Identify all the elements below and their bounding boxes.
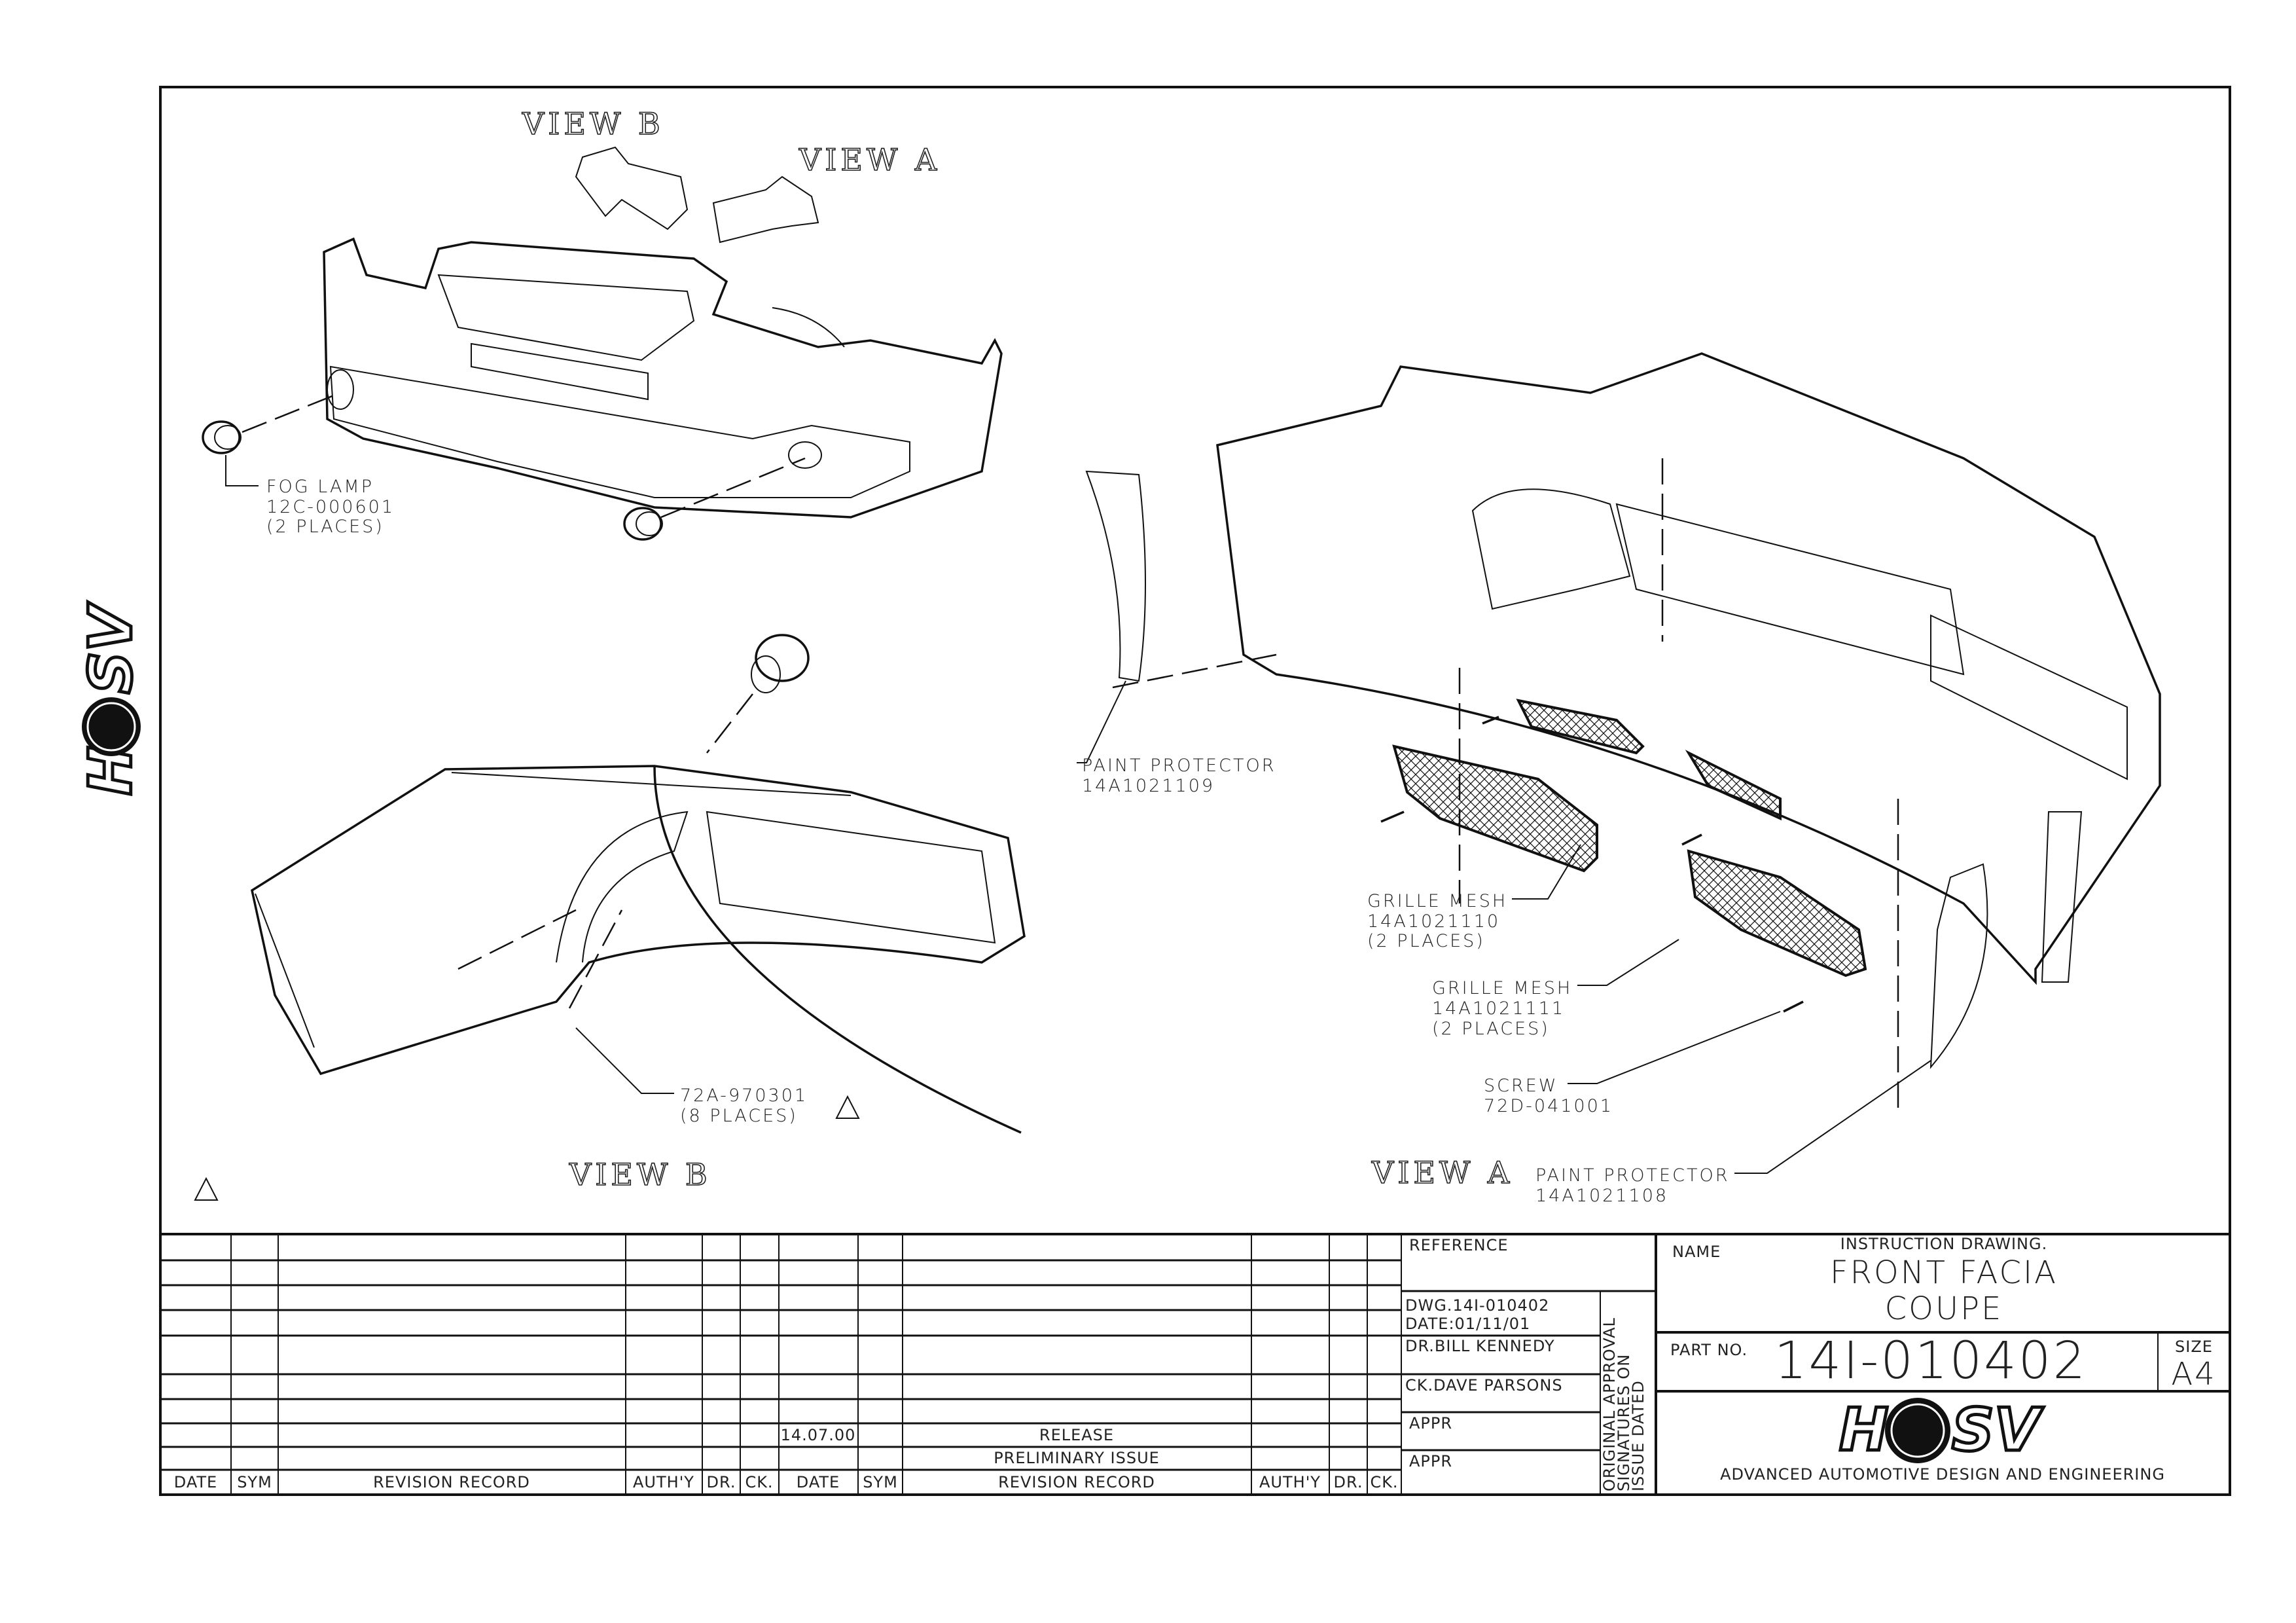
- front-bumper-view-a: [1085, 352, 2161, 1069]
- fastener-leader: [575, 1027, 674, 1094]
- revision-table: DATE SYM REVISION RECORD AUTH'Y DR. CK. …: [160, 1233, 2230, 1495]
- rev-header-authy: AUTH'Y: [633, 1473, 694, 1491]
- part-no-label: PART NO.: [1670, 1341, 1748, 1359]
- rev-header-date-2: DATE: [797, 1473, 840, 1491]
- appr-1: APPR: [1409, 1414, 1452, 1432]
- fastener-qty: (8 PLACES): [680, 1106, 798, 1126]
- screw-leader: [1568, 1011, 1781, 1084]
- view-b-bottom-label: VIEW B: [569, 1157, 711, 1192]
- fog-lamp-name: FOG LAMP: [266, 477, 374, 497]
- sheet-border: [159, 86, 2231, 1496]
- rev-header-dr: DR.: [707, 1473, 736, 1491]
- approval-note-3: ISSUE DATED: [1629, 1380, 1647, 1491]
- dwg-number: DWG.14I-010402: [1405, 1296, 1549, 1315]
- fog-lamp-qty: (2 PLACES): [266, 517, 384, 537]
- rev-header-dr-2: DR.: [1334, 1473, 1363, 1491]
- revision-triangle-icon: [194, 1176, 219, 1201]
- rev-header-sym-2: SYM: [863, 1473, 898, 1491]
- grille-mesh-1-qty: (2 PLACES): [1367, 931, 1485, 951]
- grille-mesh-2-qty: (2 PLACES): [1432, 1019, 1550, 1039]
- grille-mesh-left: [1392, 699, 1867, 977]
- part-number: 14I-010402: [1774, 1332, 2087, 1391]
- grille-mesh-2-name: GRILLE MESH: [1432, 978, 1572, 998]
- view-a-arrow: [712, 175, 819, 244]
- paint-protector-1-part: 14A1021109: [1082, 776, 1215, 796]
- leader-fog-lamp-view-b: [706, 693, 753, 754]
- dwg-date: DATE:01/11/01: [1405, 1315, 1530, 1333]
- fog-lamp-leader: [225, 455, 259, 486]
- leader-fog-right: [660, 457, 806, 519]
- rev-header-authy-2: AUTH'Y: [1259, 1473, 1321, 1491]
- drawing-title-line1: FRONT FACIA: [1830, 1254, 2058, 1291]
- screw-part: 72D-041001: [1484, 1096, 1613, 1116]
- approval-note-1: ORIGINAL APPROVAL: [1600, 1317, 1619, 1491]
- hsv-logo: H SV: [1838, 1395, 2046, 1467]
- rev-header-sym: SYM: [237, 1473, 272, 1491]
- rev-header-record: REVISION RECORD: [373, 1473, 530, 1491]
- checked-by: CK.DAVE PARSONS: [1405, 1376, 1563, 1395]
- front-bumper-front-view: [323, 237, 1003, 519]
- drawn-by: DR.BILL KENNEDY: [1405, 1337, 1555, 1355]
- grille-mesh-2-part: 14A1021111: [1432, 998, 1565, 1019]
- leader-fastener-2: [568, 909, 623, 1009]
- rev-header-ck: CK.: [745, 1473, 773, 1491]
- leader-fog-left: [242, 392, 341, 433]
- approval-note-2: SIGNATURES ON: [1615, 1354, 1633, 1491]
- grille-mesh-1-part: 14A1021110: [1367, 911, 1500, 932]
- title-block: NAME INSTRUCTION DRAWING. FRONT FACIA CO…: [1656, 1235, 2230, 1484]
- name-label: NAME: [1672, 1243, 1721, 1261]
- fog-lamp-left: [202, 420, 242, 454]
- leader-fastener-1: [457, 909, 577, 970]
- fog-lamp-right: [623, 507, 663, 541]
- drawing-subtitle: INSTRUCTION DRAWING.: [1840, 1235, 2047, 1253]
- paint-protector-2-leader: [1734, 1060, 1931, 1174]
- svg-text:SV: SV: [1952, 1396, 2044, 1465]
- side-hsv-logo: H SV: [75, 600, 147, 797]
- paint-protector-1-name: PAINT PROTECTOR: [1082, 756, 1276, 776]
- svg-text:H: H: [1839, 1396, 1888, 1465]
- paint-protector-2-part: 14A1021108: [1535, 1186, 1668, 1206]
- size-label: SIZE: [2175, 1338, 2213, 1356]
- front-bumper-view-b: [251, 765, 1026, 1134]
- grille-mesh-1-name: GRILLE MESH: [1367, 891, 1507, 911]
- drawing-title-line2: COUPE: [1885, 1290, 2003, 1327]
- rev-header-record-2: REVISION RECORD: [998, 1473, 1155, 1491]
- fastener-part: 72A-970301: [680, 1085, 808, 1106]
- rev-entry-date: 14.07.00: [781, 1426, 856, 1444]
- rev-header-date: DATE: [174, 1473, 217, 1491]
- company-tagline: ADVANCED AUTOMOTIVE DESIGN AND ENGINEERI…: [1720, 1465, 2165, 1484]
- rev-header-ck-2: CK.: [1370, 1473, 1398, 1491]
- rev-entry-preliminary: PRELIMINARY ISSUE: [994, 1449, 1160, 1467]
- view-b-top-label: VIEW B: [522, 106, 664, 141]
- view-a-top-label: VIEW A: [798, 142, 941, 177]
- leader-protector-left: [1112, 653, 1277, 689]
- fog-lamp-exploded: [751, 634, 810, 693]
- paint-protector-1-leader: [1077, 680, 1126, 763]
- view-a-bottom-label: VIEW A: [1371, 1155, 1513, 1190]
- sheet-size: A4: [2171, 1356, 2216, 1393]
- screw-name: SCREW: [1484, 1076, 1558, 1096]
- view-b-arrow: [575, 146, 689, 230]
- appr-2: APPR: [1409, 1452, 1452, 1470]
- reference-block: REFERENCE DWG.14I-010402 DATE:01/11/01 D…: [1401, 1234, 1657, 1495]
- grille-mesh-2-leader: [1577, 939, 1679, 986]
- reference-label: REFERENCE: [1409, 1236, 1509, 1254]
- revision-triangle-icon: [835, 1095, 860, 1119]
- svg-text:SV: SV: [77, 602, 145, 694]
- paint-protector-2-name: PAINT PROTECTOR: [1535, 1165, 1729, 1186]
- rev-entry-release: RELEASE: [1039, 1426, 1114, 1444]
- screws: [1380, 716, 1804, 1013]
- fog-lamp-part: 12C-000601: [266, 497, 395, 517]
- grille-mesh-1-leader: [1512, 844, 1581, 900]
